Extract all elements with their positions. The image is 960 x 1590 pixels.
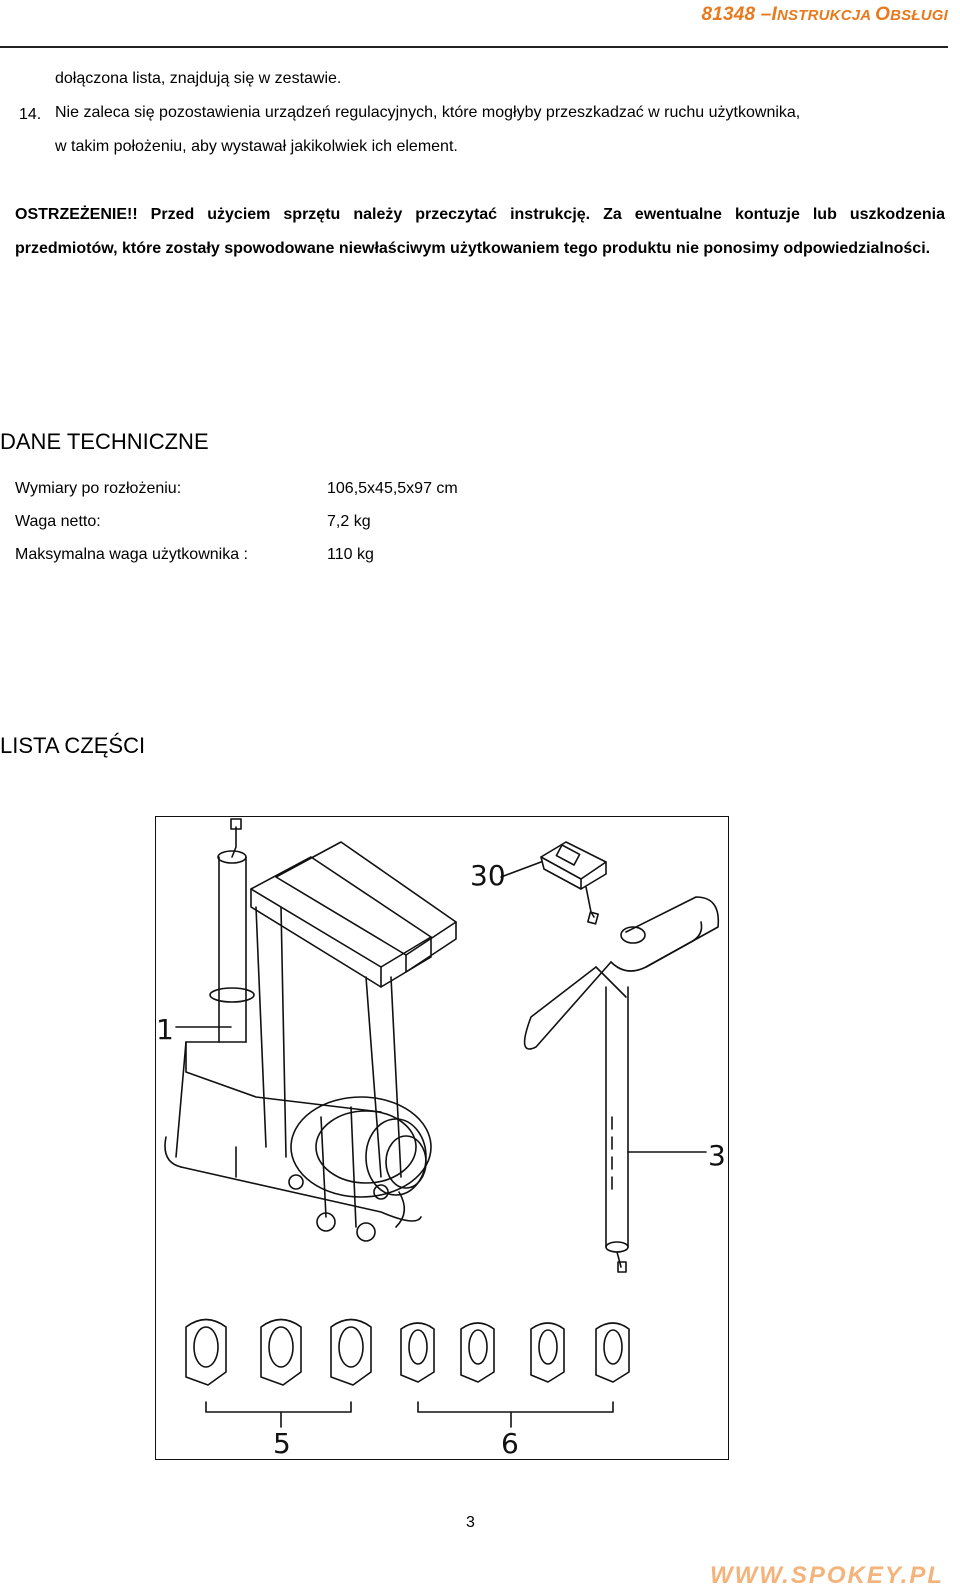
tech-data-heading: DANE TECHNICZNE — [0, 429, 209, 454]
spec-value-dimensions: 106,5x45,5x97 cm — [327, 480, 458, 497]
list-item-number: 14. — [19, 106, 42, 123]
callout-6: 6 — [501, 1427, 519, 1459]
list-item-14-line2: w takim położeniu, aby wystawał jakikolw… — [55, 138, 458, 155]
leader-line-30 — [500, 861, 542, 878]
handlebar-drawing — [523, 896, 720, 1273]
callout-5: 5 — [273, 1427, 291, 1459]
callout-3: 3 — [708, 1139, 726, 1172]
end-caps-6-drawing — [400, 1322, 630, 1428]
spec-label-weight: Waga netto: — [15, 513, 101, 530]
parts-diagram: 1 3 30 5 6 — [155, 816, 729, 1460]
warning-paragraph: OSTRZEŻENIE!! Przed użyciem sprzętu nale… — [15, 206, 945, 257]
console-drawing — [540, 841, 607, 925]
spokey-logo[interactable]: WWW.SPOKEY.PL — [709, 1562, 944, 1589]
parts-list-heading: LISTA CZĘŚCI — [0, 733, 146, 758]
seat-pads-drawing — [250, 841, 457, 988]
frame-drawing — [164, 818, 432, 1242]
spec-value-weight: 7,2 kg — [327, 513, 371, 530]
document-header-title: 81348 –INSTRUKCJA OBSŁUGI — [701, 4, 948, 25]
callout-30: 30 — [470, 859, 506, 892]
page-number: 3 — [466, 1514, 475, 1531]
list-item-14-line1: Nie zaleca się pozostawienia urządzeń re… — [55, 104, 801, 121]
intro-continued-text: dołączona lista, znajdują się w zestawie… — [55, 70, 342, 87]
end-caps-5-drawing — [185, 1318, 372, 1428]
spec-label-dimensions: Wymiary po rozłożeniu: — [15, 480, 182, 497]
spec-label-max-user-weight: Maksymalna waga użytkownika : — [15, 546, 248, 563]
header-divider — [0, 46, 948, 48]
spec-value-max-user-weight: 110 kg — [327, 546, 374, 563]
callout-1: 1 — [156, 1013, 174, 1046]
